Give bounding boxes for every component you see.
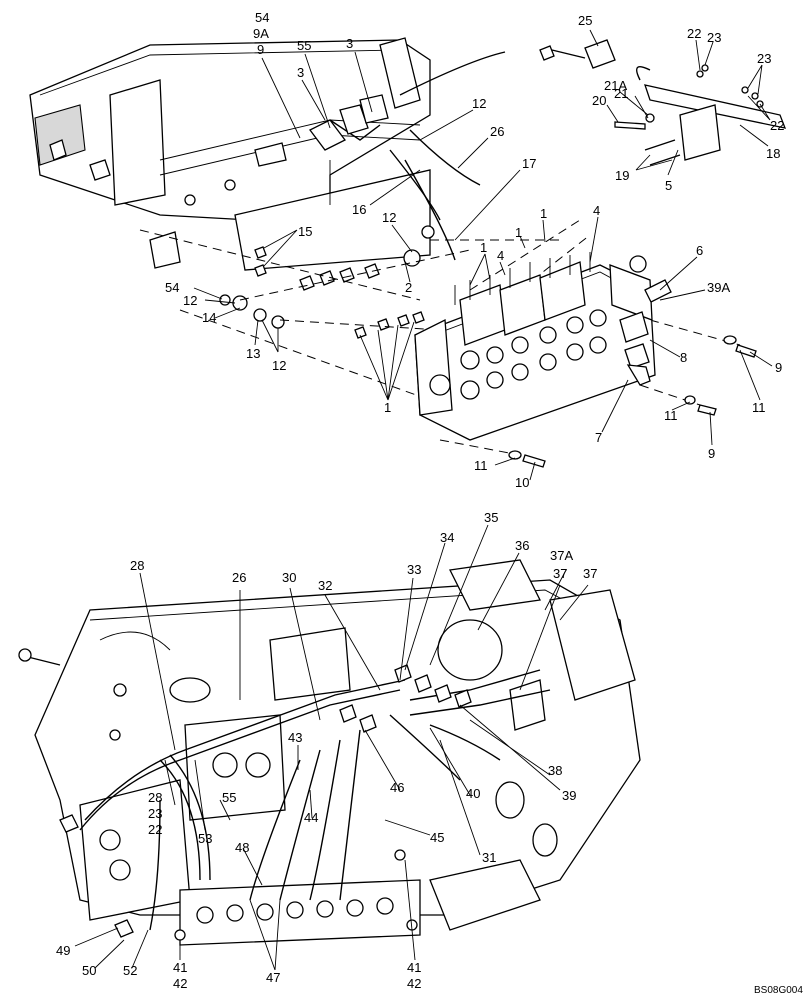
- callout-3: 3: [346, 36, 353, 51]
- callout-1: 1: [540, 206, 547, 221]
- top-right-bracket: [539, 39, 787, 166]
- bottom-valve-bank: [174, 849, 421, 946]
- callout-12: 12: [472, 96, 486, 111]
- callout-9: 9: [775, 360, 782, 375]
- callout-6: 6: [696, 243, 703, 258]
- callout-43: 43: [288, 730, 302, 745]
- callout-5: 5: [665, 178, 672, 193]
- callout-21: 21: [614, 86, 628, 101]
- callout-37a: 37A: [550, 548, 573, 563]
- callout-12: 12: [382, 210, 396, 225]
- callout-26: 26: [232, 570, 246, 585]
- top-callouts: 54 9A 9 55 3 3 12 26 17 16 12 15 1 4 1 1…: [165, 10, 784, 490]
- callout-9a: 9A: [253, 26, 269, 41]
- callout-28: 28: [130, 558, 144, 573]
- leader-lines: [74, 29, 773, 971]
- bottom-hydraulic-lines: [59, 664, 551, 938]
- callout-16: 16: [352, 202, 366, 217]
- callout-30: 30: [282, 570, 296, 585]
- callout-41: 41: [173, 960, 187, 975]
- callout-8: 8: [680, 350, 687, 365]
- callout-48: 48: [235, 840, 249, 855]
- drawing-reference-code: BS08G004: [754, 985, 803, 996]
- callout-46: 46: [390, 780, 404, 795]
- callout-22: 22: [148, 822, 162, 837]
- callout-38: 38: [548, 763, 562, 778]
- callout-12: 12: [272, 358, 286, 373]
- callout-12: 12: [183, 293, 197, 308]
- callout-35: 35: [484, 510, 498, 525]
- callout-14: 14: [202, 310, 216, 325]
- callout-54: 54: [165, 280, 179, 295]
- callout-22: 22: [770, 118, 784, 133]
- callout-54: 54: [255, 10, 269, 25]
- callout-10: 10: [515, 475, 529, 490]
- callout-23: 23: [757, 51, 771, 66]
- callout-23: 23: [148, 806, 162, 821]
- control-valve: [414, 252, 672, 441]
- callout-17: 17: [522, 156, 536, 171]
- callout-2: 2: [405, 280, 412, 295]
- callout-11: 11: [664, 408, 678, 423]
- callout-25: 25: [578, 13, 592, 28]
- callout-45: 45: [430, 830, 444, 845]
- top-frame-assembly: [29, 37, 506, 271]
- callout-11: 11: [474, 458, 488, 473]
- callout-39a: 39A: [707, 280, 730, 295]
- callout-22: 22: [687, 26, 701, 41]
- callout-28: 28: [148, 790, 162, 805]
- callout-11: 11: [752, 400, 766, 415]
- callout-34: 34: [440, 530, 454, 545]
- callout-15: 15: [298, 224, 312, 239]
- callout-37: 37: [583, 566, 597, 581]
- callout-37: 37: [553, 566, 567, 581]
- callout-13: 13: [246, 346, 260, 361]
- callout-19: 19: [615, 168, 629, 183]
- callout-42: 42: [407, 976, 421, 991]
- bottom-frame-assembly: [18, 559, 641, 931]
- callout-52: 52: [123, 963, 137, 978]
- callout-1: 1: [515, 225, 522, 240]
- callout-40: 40: [466, 786, 480, 801]
- callout-31: 31: [482, 850, 496, 865]
- callout-55: 55: [222, 790, 236, 805]
- callout-4: 4: [497, 248, 504, 263]
- callout-7: 7: [595, 430, 602, 445]
- callout-42: 42: [173, 976, 187, 991]
- callout-9: 9: [708, 446, 715, 461]
- callout-26: 26: [490, 124, 504, 139]
- callout-41: 41: [407, 960, 421, 975]
- callout-47: 47: [266, 970, 280, 985]
- callout-18: 18: [766, 146, 780, 161]
- callout-1: 1: [480, 240, 487, 255]
- callout-49: 49: [56, 943, 70, 958]
- callout-3: 3: [297, 65, 304, 80]
- callout-50: 50: [82, 963, 96, 978]
- callout-39: 39: [562, 788, 576, 803]
- callout-32: 32: [318, 578, 332, 593]
- callout-33: 33: [407, 562, 421, 577]
- callout-44: 44: [304, 810, 318, 825]
- callout-36: 36: [515, 538, 529, 553]
- bottom-callouts: 35 34 36 37A 37 37 28 26 30 32 33 43 38 …: [56, 510, 597, 991]
- callout-4: 4: [593, 203, 600, 218]
- top-right-hardware: [508, 335, 757, 468]
- callout-9: 9: [257, 42, 264, 57]
- callout-20: 20: [592, 93, 606, 108]
- callout-21a: 21A: [604, 78, 627, 93]
- callout-55: 55: [297, 38, 311, 53]
- callout-23: 23: [707, 30, 721, 45]
- callout-1: 1: [384, 400, 391, 415]
- callout-53: 53: [198, 831, 212, 846]
